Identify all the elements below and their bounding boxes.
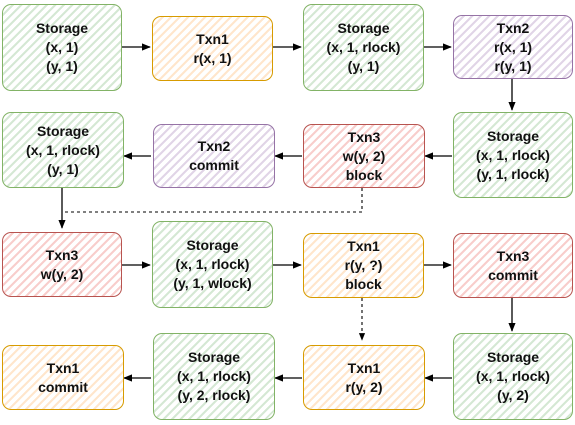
node-line: (x, 1, rlock) [175, 256, 250, 272]
node-line: w(y, 2) [342, 147, 386, 164]
node-line: Storage [486, 349, 540, 365]
node-line: Txn2 [197, 138, 231, 154]
node-line: (y, 2, rlock) [177, 387, 251, 403]
node-line: Txn1 [196, 30, 229, 47]
node-line: (x, 1, rlock) [177, 368, 251, 384]
txn3-write-block-node[interactable]: Txn3 w(y, 2) block [303, 124, 425, 188]
node-line: (x, 1, rlock) [26, 141, 100, 158]
node-line: Storage [186, 237, 239, 253]
node-line: commit [189, 157, 239, 173]
node-line: Storage [35, 20, 89, 36]
node-line: Storage [486, 127, 540, 144]
txn3-write-node[interactable]: Txn3 w(y, 2) [2, 232, 122, 297]
node-line: Storage [36, 122, 90, 139]
txn2-read-node[interactable]: Txn2 r(x, 1) r(y, 1) [453, 15, 573, 79]
node-line: Txn3 [347, 128, 381, 145]
txn1-read-y-block-node[interactable]: Txn1 r(y, ?) block [303, 233, 424, 298]
node-line: r(y, 1) [494, 57, 532, 74]
storage-node-3[interactable]: Storage (x, 1, rlock) (y, 1, rlock) [453, 112, 573, 198]
txn1-read-x-node[interactable]: Txn1 r(x, 1) [152, 16, 273, 81]
storage-node-4[interactable]: Storage (x, 1, rlock) (y, 1) [2, 112, 124, 188]
node-line: (x, 1, rlock) [326, 39, 401, 55]
node-line: (y, 1, wlock) [173, 275, 252, 291]
node-line: Txn1 [46, 359, 80, 376]
storage-node-5[interactable]: Storage (x, 1, rlock) (y, 1, wlock) [152, 221, 273, 308]
node-line: r(x, 1) [493, 38, 533, 55]
txn1-read-y-node[interactable]: Txn1 r(y, 2) [303, 345, 425, 410]
node-line: Txn1 [347, 359, 381, 376]
txn2-commit-node[interactable]: Txn2 commit [153, 124, 275, 188]
node-line: (x, 1, rlock) [476, 146, 550, 163]
node-line: w(y, 2) [40, 265, 84, 282]
node-line: Txn2 [496, 19, 530, 36]
storage-node-2[interactable]: Storage (x, 1, rlock) (y, 1) [303, 4, 424, 91]
storage-node-1[interactable]: Storage (x, 1) (y, 1) [2, 4, 122, 91]
node-line: commit [488, 266, 538, 283]
storage-node-7[interactable]: Storage (x, 1, rlock) (y, 2, rlock) [153, 333, 275, 420]
node-line: (x, 1) [45, 39, 79, 55]
node-line: r(y, ?) [344, 257, 383, 273]
node-line: (y, 1) [347, 58, 380, 74]
node-line: (y, 1) [47, 160, 79, 177]
node-line: (x, 1, rlock) [476, 368, 550, 384]
node-line: Storage [187, 349, 241, 365]
node-line: Txn1 [347, 238, 380, 254]
node-line: Txn3 [496, 247, 530, 264]
node-line: commit [38, 378, 88, 395]
node-line: block [345, 276, 382, 292]
txn3-commit-node[interactable]: Txn3 commit [453, 233, 573, 298]
txn1-commit-node[interactable]: Txn1 commit [2, 345, 124, 410]
node-line: (y, 1, rlock) [476, 165, 550, 182]
node-line: Txn3 [45, 246, 79, 263]
node-line: (y, 1) [46, 58, 78, 74]
node-line: block [345, 166, 383, 183]
node-line: (y, 2) [497, 387, 529, 403]
node-line: Storage [337, 20, 390, 36]
storage-node-6[interactable]: Storage (x, 1, rlock) (y, 2) [453, 333, 573, 420]
node-line: r(y, 2) [345, 378, 383, 395]
node-line: r(x, 1) [193, 49, 232, 66]
dashed-arrow-n6-n9 [62, 188, 363, 213]
